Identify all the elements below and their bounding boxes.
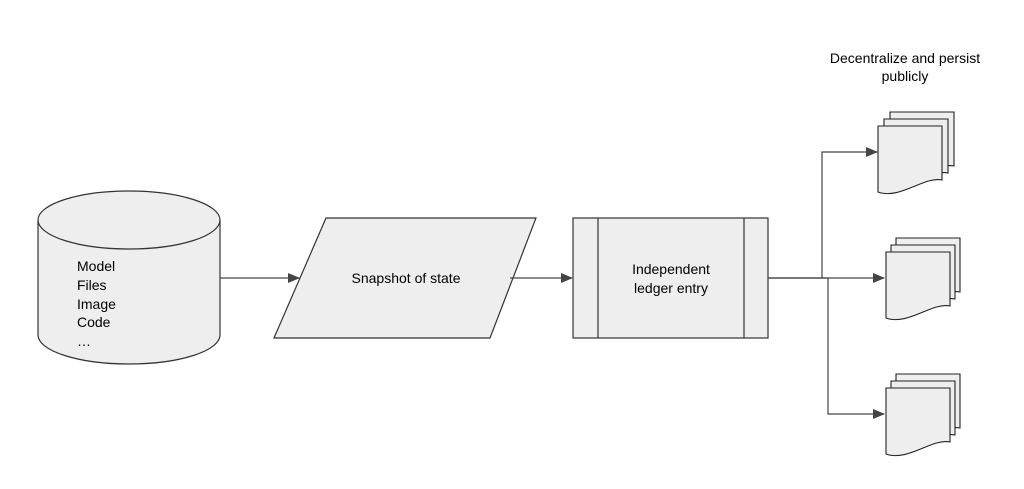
database-item-files: Files [77,277,107,293]
database-item-image: Image [77,296,116,312]
document-stack-2 [885,237,961,321]
ledger-entry-box: Independent ledger entry [572,217,769,339]
database-item-ellipsis: … [77,333,91,349]
ledger-label-line1: Independent [632,261,710,277]
database-cylinder: Model Files Image Code … [37,190,221,365]
destination-caption-line2: publicly [882,68,929,84]
edge-ledger-to-doc-3 [822,277,885,419]
database-item-code: Code [77,314,111,330]
destination-caption-line1: Decentralize and persist [830,50,980,66]
branch-edges [768,147,885,419]
ledger-label-line2: ledger entry [634,280,708,296]
database-item-model: Model [77,258,115,274]
snapshot-label: Snapshot of state [352,270,461,286]
document-stack-1 [877,111,955,195]
edge-ledger-to-doc-1 [768,147,878,279]
snapshot-parallelogram: Snapshot of state [273,217,537,339]
document-stack-3 [885,373,961,457]
